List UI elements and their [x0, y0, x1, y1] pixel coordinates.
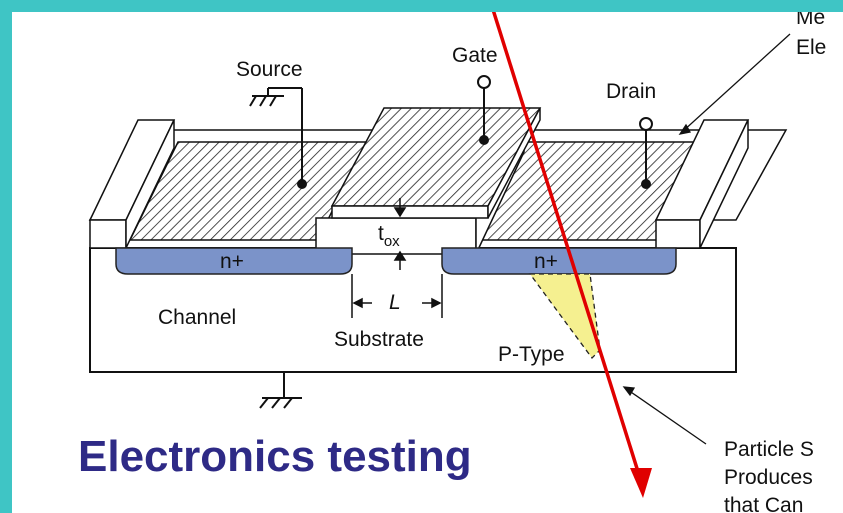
metal-electrode-label-line2: Ele: [796, 36, 826, 59]
n-plus-left-label: n+: [220, 250, 244, 273]
drain-contact: [639, 117, 653, 189]
n-plus-right-region: [441, 247, 677, 275]
metal-callout-line: [678, 33, 791, 135]
source-label: Source: [236, 58, 303, 81]
substrate-label: Substrate: [334, 328, 424, 351]
particle-label-line1: Particle S: [724, 438, 814, 461]
mosfet-diagram: Source Gate Drain tox n+ n+ Channel L Su…: [88, 12, 826, 513]
particle-callout-line: [622, 386, 707, 445]
slide: Source Gate Drain tox n+ n+ Channel L Su…: [12, 12, 843, 513]
particle-label-line2: Produces: [724, 466, 813, 489]
drain-label: Drain: [606, 80, 656, 103]
n-plus-right-label: n+: [534, 250, 558, 273]
source-contact: [249, 87, 307, 189]
length-label: L: [389, 291, 401, 314]
tox-label: tox: [378, 222, 400, 250]
length-dimension: [351, 274, 443, 318]
substrate-ground: [259, 372, 302, 409]
slide-caption: Electronics testing: [78, 432, 472, 481]
particle-label-line3: that Can: [724, 494, 803, 513]
particle-track: [491, 12, 652, 498]
metal-electrode-label-line1: Me: [796, 12, 825, 29]
tox-arrows: [393, 198, 407, 270]
gate-electrode: [330, 107, 542, 219]
left-oxide-wall: [88, 119, 176, 249]
gate-label: Gate: [452, 44, 498, 67]
right-oxide-wall: [654, 119, 750, 249]
gate-contact: [477, 75, 491, 145]
channel-label: Channel: [158, 306, 236, 329]
n-plus-left-region: [115, 247, 353, 275]
ptype-label: P-Type: [498, 343, 565, 366]
